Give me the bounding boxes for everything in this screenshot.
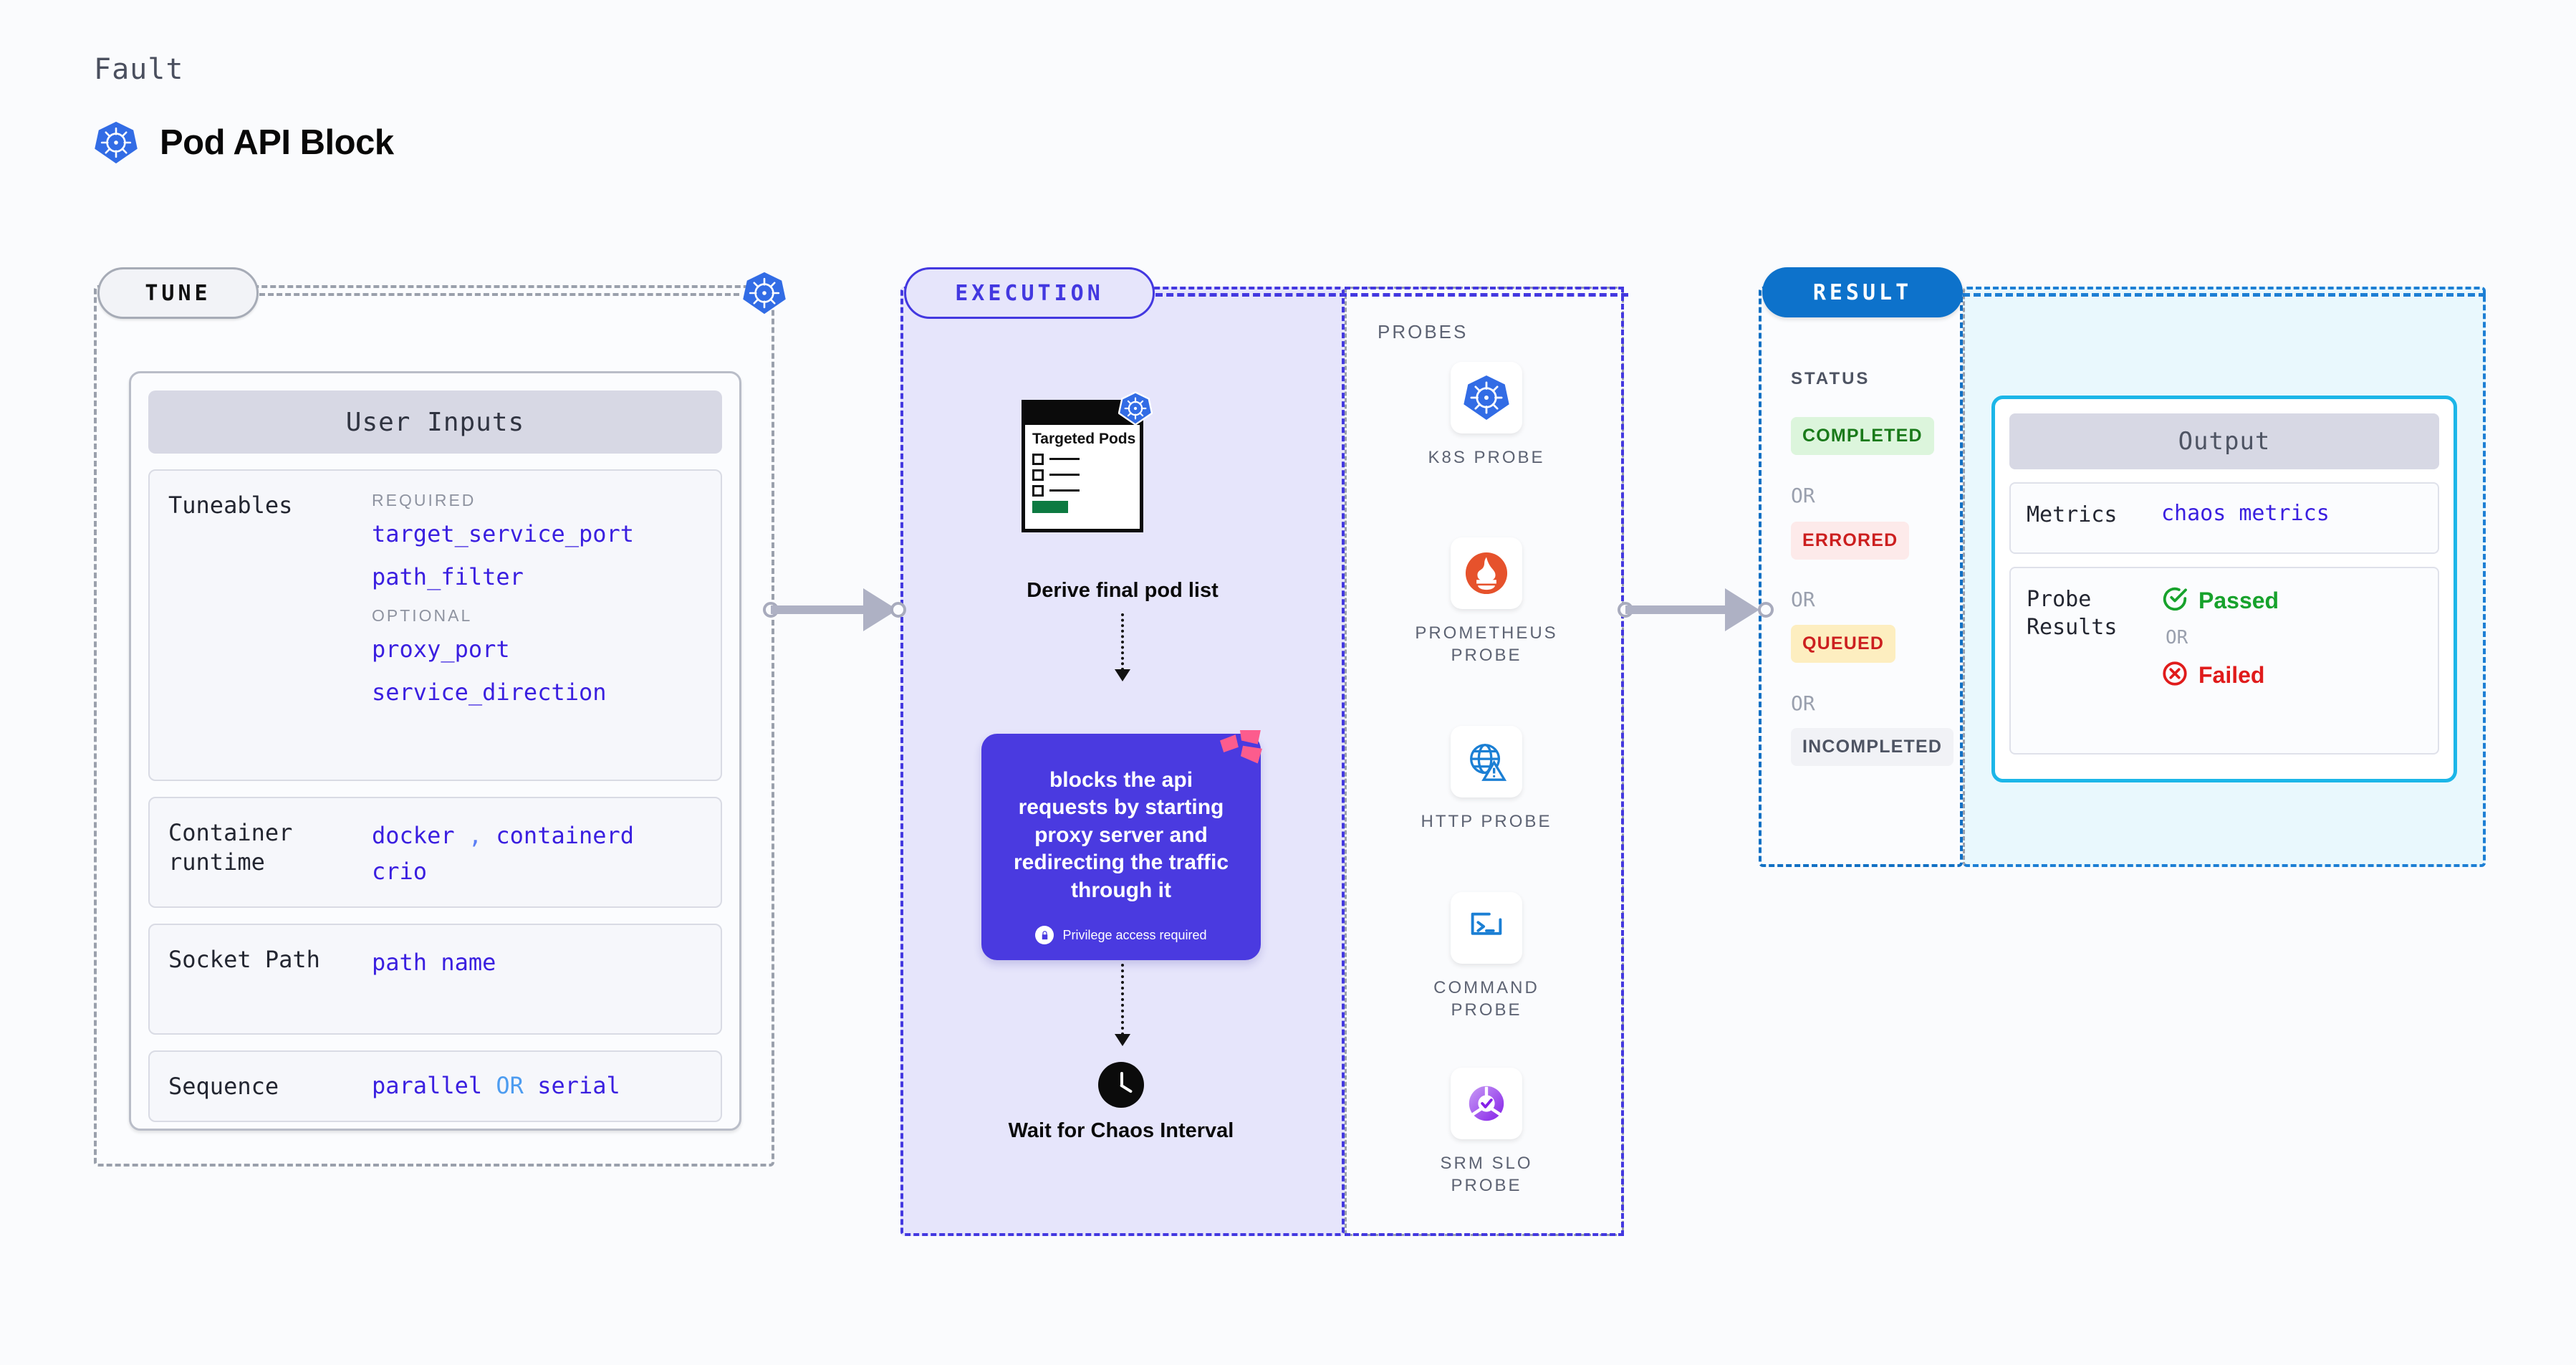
kubernetes-icon-targeted-pods [1118, 391, 1153, 426]
probe-srm-slo[interactable]: SRM SLO PROBE [1404, 1068, 1569, 1197]
probe-http[interactable]: HTTP PROBE [1404, 726, 1569, 833]
fault-eyebrow: Fault [94, 53, 184, 86]
runtime-separator: , [468, 822, 483, 849]
socket-path-value[interactable]: path name [372, 949, 496, 976]
kubernetes-icon-tune-connector [742, 271, 787, 315]
probe-command[interactable]: COMMAND PROBE [1404, 892, 1569, 1021]
status-title: STATUS [1791, 369, 1870, 388]
tuneable-path-filter[interactable]: path_filter [372, 563, 524, 590]
tune-header-dashed-line [259, 293, 739, 296]
targeted-pods-title: Targeted Pods [1032, 431, 1136, 447]
probes-title: PROBES [1378, 321, 1469, 343]
globe-warning-icon [1451, 726, 1522, 798]
wait-for-chaos-label: Wait for Chaos Interval [1008, 1119, 1234, 1142]
metrics-value[interactable]: chaos metrics [2161, 501, 2330, 526]
prometheus-icon [1451, 537, 1522, 609]
required-tag: REQUIRED [372, 491, 476, 509]
privilege-note: Privilege access required [981, 926, 1261, 944]
targeted-pods-list [1025, 451, 1140, 497]
tune-badge[interactable]: TUNE [97, 267, 259, 319]
probe-results-label: Probe Results [2027, 587, 2118, 640]
runtime-crio[interactable]: crio [372, 857, 428, 885]
failed-label: Failed [2198, 661, 2265, 688]
result-section-panel [1759, 287, 1963, 867]
kubernetes-icon [94, 120, 138, 165]
probe-prometheus-label: PROMETHEUS PROBE [1415, 623, 1558, 666]
socket-path-row: Socket Path path name [148, 924, 722, 1035]
flow-arrowhead-1 [1115, 669, 1130, 681]
sequence-conjunction: OR [496, 1072, 524, 1100]
targeted-pods-graphic: Targeted Pods [1022, 391, 1165, 532]
output-card: Output Metrics chaos metrics Probe Resul… [1991, 396, 2457, 782]
probe-result-or: OR [2166, 627, 2188, 648]
lock-icon [1035, 926, 1054, 944]
tuneables-row: Tuneables REQUIRED target_service_port p… [148, 469, 722, 781]
flow-connector-2 [1121, 964, 1124, 1035]
status-or-1: OR [1791, 484, 1815, 507]
tuneable-proxy-port[interactable]: proxy_port [372, 636, 510, 663]
status-badge-incompleted: INCOMPLETED [1791, 728, 1954, 766]
list-item [1032, 469, 1140, 481]
list-item [1032, 453, 1140, 465]
chaos-action-card: blocks the api requests by starting prox… [981, 730, 1262, 960]
probe-results-row: Probe Results Passed OR [2009, 567, 2439, 755]
optional-tag: OPTIONAL [372, 606, 473, 625]
tuneable-service-direction[interactable]: service_direction [372, 679, 607, 706]
privilege-note-text: Privilege access required [1062, 927, 1207, 942]
tuneable-target-service-port[interactable]: target_service_port [372, 520, 635, 547]
metrics-label: Metrics [2027, 502, 2118, 527]
user-inputs-title: User Inputs [148, 391, 722, 454]
litmuschaos-icon [1219, 729, 1264, 765]
output-card-title: Output [2009, 413, 2439, 469]
user-inputs-card: User Inputs Tuneables REQUIRED target_se… [129, 371, 741, 1131]
terminal-icon [1451, 892, 1522, 964]
probe-http-label: HTTP PROBE [1421, 812, 1552, 831]
list-item [1032, 484, 1140, 497]
probe-command-label: COMMAND PROBE [1433, 978, 1539, 1020]
tuneables-label: Tuneables [168, 492, 293, 519]
sequence-row: Sequence parallel OR serial [148, 1050, 722, 1122]
socket-path-label: Socket Path [168, 946, 320, 973]
connector-tune-to-execution [763, 588, 906, 631]
status-or-2: OR [1791, 588, 1815, 611]
container-runtime-label: Container runtime [168, 819, 293, 876]
metrics-row: Metrics chaos metrics [2009, 482, 2439, 554]
execution-header-dashed-line [1155, 293, 1628, 297]
sequence-serial[interactable]: serial [537, 1072, 620, 1100]
sequence-parallel[interactable]: parallel [372, 1072, 483, 1100]
clock-icon [1098, 1062, 1144, 1108]
execution-badge[interactable]: EXECUTION [904, 267, 1155, 319]
probe-result-passed: Passed [2161, 585, 2279, 616]
flow-arrowhead-2 [1115, 1034, 1130, 1046]
targeted-pods-progress-bar [1032, 500, 1068, 513]
probe-k8s[interactable]: K8S PROBE [1404, 362, 1569, 469]
connector-execution-to-result [1618, 588, 1775, 631]
probe-prometheus[interactable]: PROMETHEUS PROBE [1404, 537, 1569, 666]
runtime-docker[interactable]: docker [372, 822, 455, 849]
result-badge[interactable]: RESULT [1762, 267, 1963, 317]
sequence-label: Sequence [168, 1072, 279, 1100]
flow-connector-1 [1121, 613, 1124, 671]
derive-pod-list-label: Derive final pod list [1027, 579, 1219, 602]
srm-slo-icon [1451, 1068, 1522, 1139]
check-circle-icon [2161, 585, 2188, 616]
page-title: Pod API Block [160, 123, 394, 162]
probe-k8s-label: K8S PROBE [1428, 448, 1545, 467]
status-badge-errored: ERRORED [1791, 522, 1910, 560]
x-circle-icon [2161, 660, 2188, 690]
container-runtime-row: Container runtime docker , containerd cr… [148, 797, 722, 908]
probe-result-failed: Failed [2161, 660, 2279, 690]
passed-label: Passed [2198, 587, 2279, 613]
status-badge-completed: COMPLETED [1791, 417, 1934, 455]
status-or-3: OR [1791, 691, 1815, 715]
fault-title-row: Pod API Block [94, 120, 394, 165]
chaos-action-text: blocks the api requests by starting prox… [1013, 768, 1229, 902]
probe-srm-slo-label: SRM SLO PROBE [1440, 1154, 1533, 1196]
runtime-containerd[interactable]: containerd [496, 822, 635, 849]
status-badge-queued: QUEUED [1791, 625, 1896, 663]
result-header-dashed-line [1963, 293, 2486, 297]
kubernetes-icon-probe [1451, 362, 1522, 434]
